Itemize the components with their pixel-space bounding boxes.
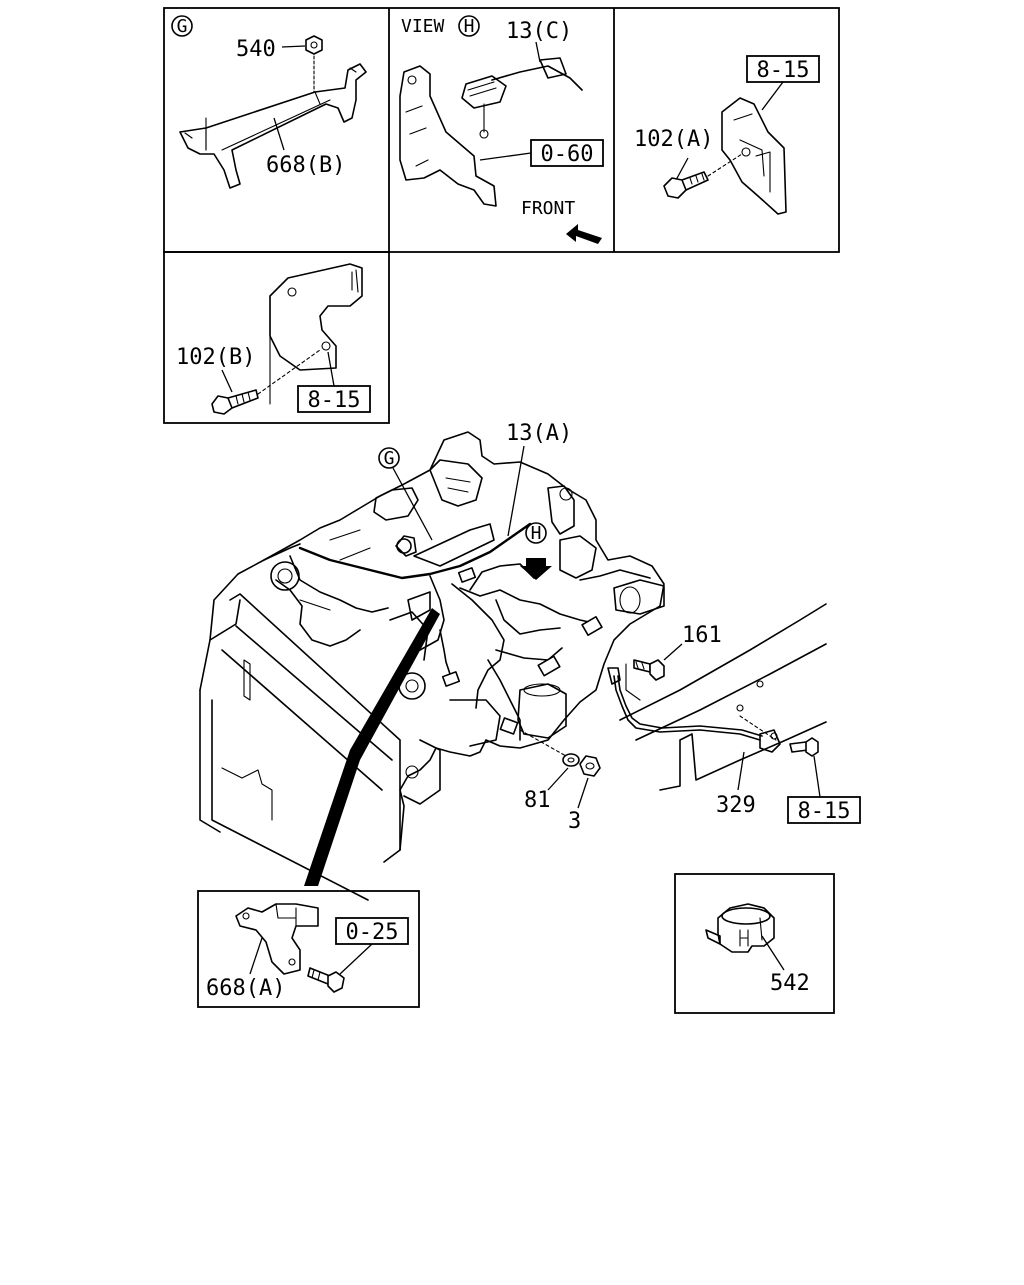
ref-8-15-b-leader bbox=[327, 351, 335, 387]
front-label: FRONT bbox=[521, 198, 575, 219]
ref-0-60-box bbox=[530, 139, 604, 167]
bolt-102a-label: 102(A) bbox=[634, 127, 713, 152]
main-h-marker: H bbox=[531, 523, 542, 544]
ground-cable-329-icon bbox=[607, 667, 781, 753]
engine-block-icon bbox=[263, 431, 665, 851]
ref-0-25: 0-25 bbox=[346, 920, 399, 945]
ref-8-15-a: 8-15 bbox=[757, 58, 810, 83]
view-h-marker-circle bbox=[458, 15, 480, 37]
bracket-b-icon bbox=[269, 263, 363, 405]
ref-8-15-b: 8-15 bbox=[308, 388, 361, 413]
main-g-leader bbox=[392, 467, 433, 541]
nut-3-label: 3 bbox=[568, 809, 581, 834]
nut-540-icon bbox=[305, 35, 323, 55]
stud-axis-line bbox=[519, 729, 567, 757]
frame-rail-icon bbox=[619, 603, 827, 791]
bolt-102b-label: 102(B) bbox=[176, 345, 255, 370]
front-arrow-icon bbox=[566, 224, 602, 244]
clip-bolt-icon bbox=[307, 967, 345, 993]
detail-clip-frame bbox=[197, 890, 420, 1008]
ref-0-25-leader bbox=[339, 943, 373, 975]
main-h-marker-circle bbox=[525, 522, 547, 544]
detail-g-marker-circle bbox=[171, 15, 193, 37]
washer-81-label: 81 bbox=[524, 788, 551, 813]
ref-8-15-box-b bbox=[297, 385, 371, 413]
bracket-668a-label: 668(A) bbox=[206, 976, 285, 1001]
grommet-542-icon bbox=[705, 903, 775, 953]
view-direction-arrow-icon bbox=[520, 558, 552, 580]
washer-81-leader bbox=[547, 767, 569, 791]
bracket-668a-icon bbox=[235, 903, 319, 975]
bolt-102b-icon bbox=[211, 349, 321, 415]
bracket-668b-icon bbox=[179, 63, 367, 189]
bolt-161-icon bbox=[633, 659, 665, 681]
ground-cable-329-leader bbox=[737, 751, 745, 791]
ref-8-15-a-leader bbox=[761, 81, 784, 111]
detail-callout-wedge bbox=[304, 608, 440, 886]
mounting-bracket-icon bbox=[399, 65, 497, 207]
detail-grommet-frame bbox=[674, 873, 835, 1014]
ground-cable-329-label: 329 bbox=[716, 793, 756, 818]
ref-8-15-main: 8-15 bbox=[798, 799, 851, 824]
ref-8-15-main-leader bbox=[813, 755, 821, 798]
ref-0-60: 0-60 bbox=[541, 142, 594, 167]
grommet-542-label: 542 bbox=[770, 971, 810, 996]
washer-81-icon bbox=[562, 753, 580, 767]
harness-13a-label: 13(A) bbox=[506, 421, 572, 446]
second-row-frame bbox=[163, 251, 390, 424]
ref-8-15-box-main bbox=[787, 796, 861, 824]
main-engine-view: 13(A) G H 161 bbox=[199, 421, 861, 901]
bracket-668b-leader bbox=[273, 117, 285, 151]
bracket-a-icon bbox=[721, 97, 787, 215]
detail-clip: 0-25 668(A) bbox=[197, 890, 420, 1008]
ref-8-15-box-a bbox=[746, 55, 820, 83]
harness-13a-leader bbox=[507, 445, 525, 537]
bolt-102a-leader bbox=[675, 157, 689, 181]
sensor-connector-icon bbox=[461, 57, 583, 133]
bolt-161-leader bbox=[663, 643, 683, 661]
detail-bolt-b: 102(B) 8-15 bbox=[176, 263, 371, 415]
detail-g: G 540 668(B) bbox=[171, 15, 367, 189]
nut-540-label: 540 bbox=[236, 37, 276, 62]
nut-540-leader bbox=[281, 45, 306, 48]
view-h: VIEW H 13(C) 0-60 FRONT bbox=[399, 15, 604, 244]
detail-bolt-a: 8-15 102(A) bbox=[634, 55, 820, 215]
bolt-102a-icon bbox=[663, 153, 743, 199]
harness-13a-icon bbox=[298, 522, 651, 741]
main-g-marker-circle bbox=[378, 447, 400, 469]
view-h-title: VIEW bbox=[401, 16, 445, 37]
harness-13c-label: 13(C) bbox=[506, 19, 572, 44]
detail-frames bbox=[163, 7, 840, 424]
bolt-161-label: 161 bbox=[682, 623, 722, 648]
grommet-542-leader bbox=[761, 935, 785, 971]
detail-grommet: 542 bbox=[674, 873, 835, 1014]
bracket-668b-label: 668(B) bbox=[266, 153, 345, 178]
nut-3-leader bbox=[577, 777, 589, 809]
top-row-frame bbox=[163, 7, 840, 253]
bracket-668a-leader bbox=[249, 937, 263, 975]
view-h-marker: H bbox=[464, 16, 475, 37]
ref-0-60-leader bbox=[479, 152, 532, 161]
main-g-marker: G bbox=[384, 448, 395, 469]
nut-3-icon bbox=[579, 755, 601, 777]
detail-g-marker: G bbox=[177, 16, 188, 37]
bolt-102b-leader bbox=[221, 369, 233, 393]
frame-bolt-icon bbox=[789, 737, 819, 757]
harness-13c-leader bbox=[535, 41, 541, 63]
